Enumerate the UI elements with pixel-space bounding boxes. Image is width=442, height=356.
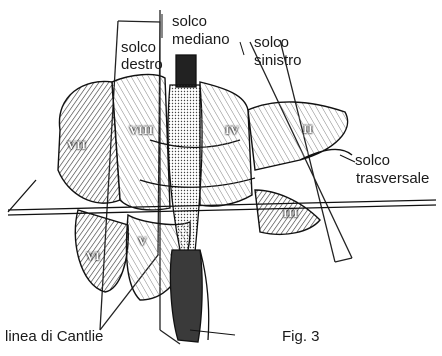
label-solco-destro-line2: destro — [121, 56, 163, 73]
label-solco-trasversale-line2: trasversale — [356, 170, 429, 187]
label-solco-trasversale-line1: solco — [355, 152, 390, 169]
label-solco-sinistro-line1: solco — [254, 34, 289, 51]
segment-viii-shape — [112, 75, 170, 210]
label-linea-di-cantlie: linea di Cantlie — [5, 328, 103, 345]
label-solco-destro-line1: solco — [121, 39, 156, 56]
segment-iv-shape — [200, 82, 252, 206]
segment-ii-shape — [248, 102, 348, 170]
segment-label-viii: VIII — [129, 123, 154, 138]
segment-label-iii: III — [283, 206, 299, 221]
segment-label-ii: II — [303, 122, 313, 137]
label-solco-sinistro-line2: sinistro — [254, 52, 302, 69]
segment-label-v: V — [138, 234, 147, 249]
segment-vi-shape — [75, 210, 128, 292]
segment-label-vi: VI — [86, 249, 100, 264]
segment-label-vii: VII — [67, 138, 87, 153]
left-lobe — [200, 82, 352, 234]
figure-caption: Fig. 3 — [282, 328, 320, 345]
label-solco-mediano-line1: solco — [172, 13, 207, 30]
label-solco-mediano-line2: mediano — [172, 31, 230, 48]
segment-label-iv: IV — [225, 123, 239, 138]
